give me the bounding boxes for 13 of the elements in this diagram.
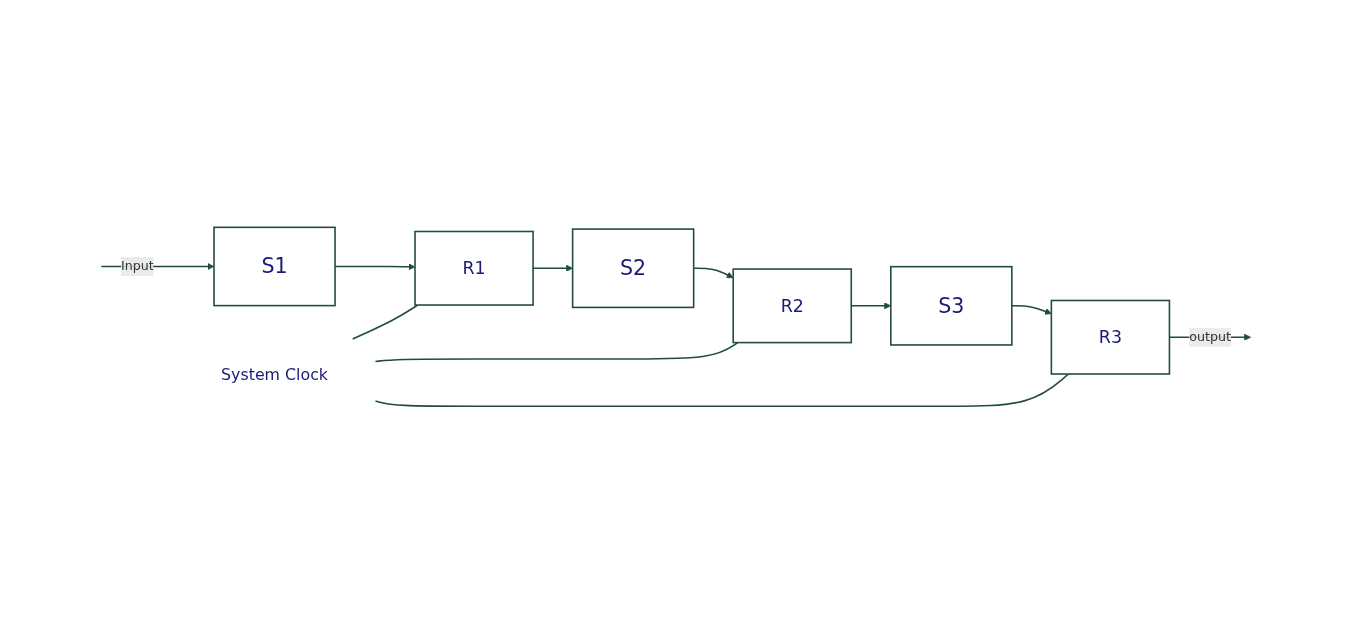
node-box: S2	[571, 228, 695, 308]
arrow	[1011, 304, 1052, 315]
edge-label: Input	[121, 258, 154, 274]
node-box: R2	[732, 268, 853, 344]
connector	[351, 303, 419, 340]
node-box: R1	[414, 230, 534, 306]
connector	[374, 341, 739, 363]
node-box: S1	[213, 226, 336, 307]
node-box: S3	[890, 265, 1013, 346]
node-text: System Clock	[221, 364, 329, 384]
connector	[374, 372, 1070, 407]
node-box: R3	[1050, 299, 1171, 375]
edge-label: output	[1189, 329, 1231, 345]
